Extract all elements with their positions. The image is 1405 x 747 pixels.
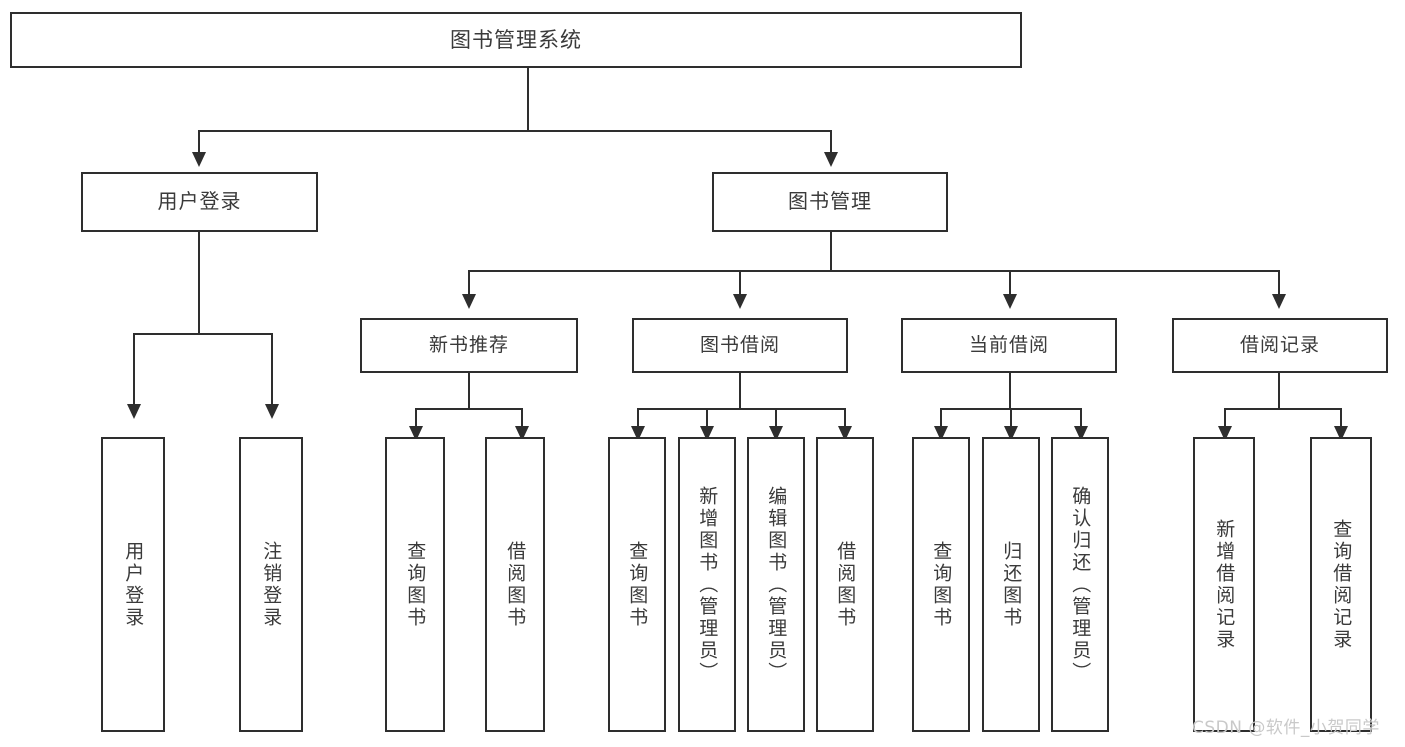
connector-bookmgmt-to-records [1278,270,1280,296]
leaf-query-book-borrow[interactable]: 查询图书 [608,437,666,732]
connector-current-to-leaf3 [1080,408,1082,428]
connector-newbooks-to-leaf2 [521,408,523,428]
arrowhead-login-to-leaf2 [265,404,279,419]
csdn-watermark: CSDN @软件_小贺同学 [1192,718,1380,738]
node-current-borrow[interactable]: 当前借阅 [901,318,1117,373]
leaf-query-book-recommend[interactable]: 查询图书 [385,437,445,732]
connector-login-stem [198,232,200,333]
leaf-add-borrow-record[interactable]: 新增借阅记录 [1193,437,1255,732]
connector-bookmgmt-to-borrow [739,270,741,296]
node-new-book-recommend[interactable]: 新书推荐 [360,318,578,373]
node-book-management[interactable]: 图书管理 [712,172,948,232]
connector-root-bus [198,130,830,132]
connector-bookmgmt-bus [468,270,1278,272]
connector-borrow-stem [739,373,741,408]
connector-records-to-leaf2 [1340,408,1342,428]
connector-records-bus [1224,408,1340,410]
arrowhead-bookmgmt-to-newbooks [462,294,476,309]
connector-bookmgmt-to-current [1009,270,1011,296]
leaf-user-login[interactable]: 用户登录 [101,437,165,732]
leaf-edit-book-admin[interactable]: 编辑图书（管理员） [747,437,805,732]
leaf-query-borrow-record[interactable]: 查询借阅记录 [1310,437,1372,732]
arrowhead-login-to-leaf1 [127,404,141,419]
connector-borrow-bus [637,408,844,410]
connector-newbooks-to-leaf1 [415,408,417,428]
leaf-return-book[interactable]: 归还图书 [982,437,1040,732]
leaf-borrow-book-recommend[interactable]: 借阅图书 [485,437,545,732]
connector-login-bus [133,333,273,335]
connector-root-to-bookmgmt [830,130,832,154]
connector-current-stem [1009,373,1011,408]
node-book-borrow[interactable]: 图书借阅 [632,318,848,373]
arrowhead-bookmgmt-to-current [1003,294,1017,309]
connector-records-to-leaf1 [1224,408,1226,428]
connector-newbooks-stem [468,373,470,408]
arrowhead-root-to-bookmgmt [824,152,838,167]
connector-login-to-leaf2 [271,333,273,406]
leaf-confirm-return-admin[interactable]: 确认归还（管理员） [1051,437,1109,732]
connector-records-stem [1278,373,1280,408]
connector-newbooks-bus [415,408,522,410]
connector-borrow-to-leaf1 [637,408,639,428]
connector-root-stem [527,68,529,130]
leaf-logout[interactable]: 注销登录 [239,437,303,732]
connector-current-to-leaf2 [1010,408,1012,428]
node-root-system[interactable]: 图书管理系统 [10,12,1022,68]
connector-login-to-leaf1 [133,333,135,406]
connector-bookmgmt-to-newbooks [468,270,470,296]
arrowhead-root-to-login [192,152,206,167]
connector-root-to-login [198,130,200,154]
connector-current-to-leaf1 [940,408,942,428]
leaf-query-book-current[interactable]: 查询图书 [912,437,970,732]
connector-borrow-to-leaf3 [775,408,777,428]
leaf-add-book-admin[interactable]: 新增图书（管理员） [678,437,736,732]
arrowhead-bookmgmt-to-records [1272,294,1286,309]
connector-borrow-to-leaf2 [706,408,708,428]
connector-bookmgmt-stem [830,232,832,270]
leaf-borrow-book[interactable]: 借阅图书 [816,437,874,732]
node-borrow-records[interactable]: 借阅记录 [1172,318,1388,373]
node-user-login[interactable]: 用户登录 [81,172,318,232]
arrowhead-bookmgmt-to-borrow [733,294,747,309]
connector-borrow-to-leaf4 [844,408,846,428]
